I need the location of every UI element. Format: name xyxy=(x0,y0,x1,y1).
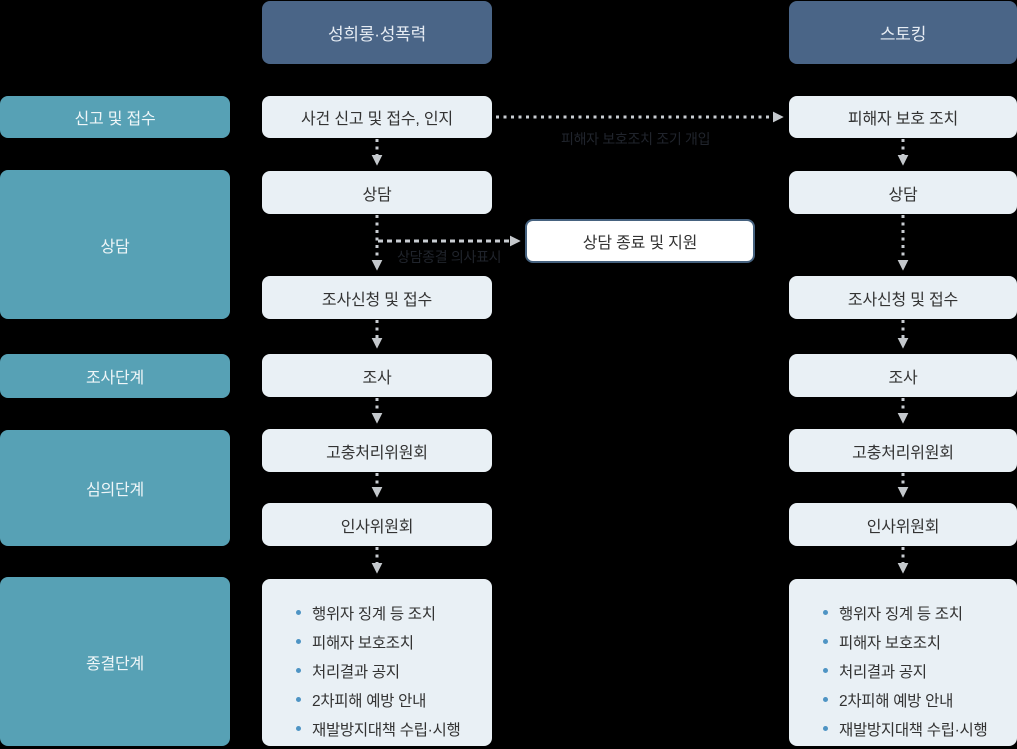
final-step-item: 처리결과 공지 xyxy=(823,656,987,685)
bullet-icon xyxy=(296,697,301,702)
final-step-text: 처리결과 공지 xyxy=(839,663,927,681)
harassment-step-apply: 조사신청 및 접수 xyxy=(262,276,492,319)
counsel-end-support-box: 상담 종료 및 지원 xyxy=(525,219,755,263)
final-step-text: 처리결과 공지 xyxy=(312,663,400,681)
bullet-icon xyxy=(823,639,828,644)
stage-closure: 종결단계 xyxy=(0,577,230,746)
final-step-item: 피해자 보호조치 xyxy=(296,627,460,656)
step-label: 조사 xyxy=(888,369,918,387)
final-step-item: 재발방지대책 수립·시행 xyxy=(823,714,988,743)
stage-report-label: 신고 및 접수 xyxy=(74,111,156,128)
final-step-item: 행위자 징계 등 조치 xyxy=(823,598,987,627)
stage-report: 신고 및 접수 xyxy=(0,96,230,138)
bullet-icon xyxy=(296,726,301,731)
step-label: 고충처리위원회 xyxy=(852,444,954,462)
stalking-header-label: 스토킹 xyxy=(879,25,927,44)
harassment-step-grievance-committee: 고충처리위원회 xyxy=(262,429,492,472)
harassment-header: 성희롱·성폭력 xyxy=(262,1,492,64)
final-step-text: 피해자 보호조치 xyxy=(839,634,941,652)
step-label: 조사 xyxy=(362,369,392,387)
harassment-step-report: 사건 신고 및 접수, 인지 xyxy=(262,96,492,138)
harassment-header-label: 성희롱·성폭력 xyxy=(327,25,427,44)
final-step-item: 피해자 보호조치 xyxy=(823,627,987,656)
final-step-text: 재발방지대책 수립·시행 xyxy=(312,721,461,739)
stalking-step-hr-committee: 인사위원회 xyxy=(789,503,1017,546)
final-step-text: 2차피해 예방 안내 xyxy=(312,692,427,710)
stage-counsel: 상담 xyxy=(0,170,230,319)
final-step-text: 2차피해 예방 안내 xyxy=(839,692,954,710)
step-label: 사건 신고 및 접수, 인지 xyxy=(301,111,453,128)
step-label: 고충처리위원회 xyxy=(326,444,428,462)
step-label: 상담 xyxy=(362,186,392,204)
bullet-icon xyxy=(296,610,301,615)
stalking-step-counsel: 상담 xyxy=(789,171,1017,214)
final-step-item: 2차피해 예방 안내 xyxy=(296,685,460,714)
stalking-step-apply: 조사신청 및 접수 xyxy=(789,276,1017,319)
stage-deliberation-label: 심의단계 xyxy=(85,482,145,499)
counsel-end-support-label: 상담 종료 및 지원 xyxy=(582,235,698,252)
counsel-end-label: 상담종결 의사표시 xyxy=(397,249,502,265)
step-label: 상담 xyxy=(888,186,918,204)
final-step-text: 재발방지대책 수립·시행 xyxy=(839,721,988,739)
harassment-step-investigate: 조사 xyxy=(262,354,492,397)
stage-counsel-label: 상담 xyxy=(100,238,130,256)
final-step-text: 행위자 징계 등 조치 xyxy=(839,605,963,623)
bullet-icon xyxy=(823,610,828,615)
harassment-step-counsel: 상담 xyxy=(262,171,492,214)
stage-closure-label: 종결단계 xyxy=(85,655,145,673)
step-label: 피해자 보호 조치 xyxy=(847,111,959,128)
bullet-icon xyxy=(296,668,301,673)
stage-deliberation: 심의단계 xyxy=(0,430,230,546)
step-label: 인사위원회 xyxy=(340,518,414,536)
early-intervention-label: 피해자 보호조치 조기 개입 xyxy=(561,131,711,147)
step-label: 조사신청 및 접수 xyxy=(321,291,433,309)
final-step-text: 피해자 보호조치 xyxy=(312,634,414,652)
bullet-icon xyxy=(296,639,301,644)
final-step-text: 행위자 징계 등 조치 xyxy=(312,605,436,623)
stalking-step-grievance-committee: 고충처리위원회 xyxy=(789,429,1017,472)
final-step-item: 처리결과 공지 xyxy=(296,656,460,685)
stalking-step-investigate: 조사 xyxy=(789,354,1017,397)
bullet-icon xyxy=(823,697,828,702)
bullet-icon xyxy=(823,726,828,731)
bullet-icon xyxy=(823,668,828,673)
stage-investigation: 조사단계 xyxy=(0,354,230,398)
stalking-header: 스토킹 xyxy=(789,1,1017,64)
step-label: 조사신청 및 접수 xyxy=(847,291,959,309)
stalking-step-protect: 피해자 보호 조치 xyxy=(789,96,1017,138)
harassment-step-hr-committee: 인사위원회 xyxy=(262,503,492,546)
stage-investigation-label: 조사단계 xyxy=(85,370,145,387)
step-label: 인사위원회 xyxy=(866,518,940,536)
final-step-item: 2차피해 예방 안내 xyxy=(823,685,987,714)
final-step-item: 재발방지대책 수립·시행 xyxy=(296,714,461,743)
final-step-item: 행위자 징계 등 조치 xyxy=(296,598,460,627)
